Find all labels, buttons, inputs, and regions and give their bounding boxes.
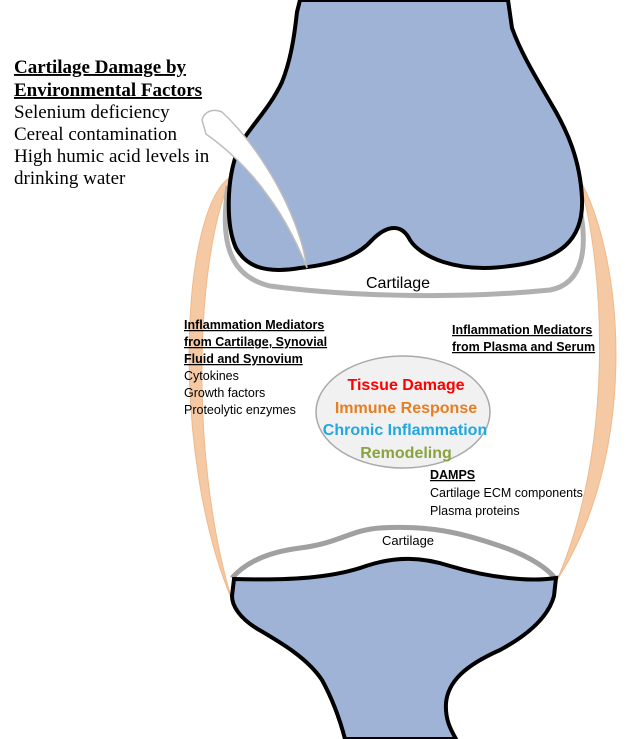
center-item-chronic-inflammation: Chronic Inflammation — [323, 422, 487, 439]
plasma-mediators-title-2: from Plasma and Serum — [452, 340, 595, 354]
environmental-item-4: drinking water — [14, 168, 126, 189]
damps-title: DAMPS — [430, 468, 475, 482]
plasma-mediators-title-1: Inflammation Mediators — [452, 323, 592, 337]
environmental-item-2: Cereal contamination — [14, 124, 178, 145]
synovial-mediators-title-2: from Cartilage, Synovial — [184, 335, 327, 349]
tibia-bone — [232, 559, 556, 739]
damps-item-1: Cartilage ECM components — [430, 486, 583, 500]
synovial-mediators-title-1: Inflammation Mediators — [184, 318, 324, 332]
environmental-title-2: Environmental Factors — [14, 80, 202, 101]
center-item-immune-response: Immune Response — [335, 400, 477, 417]
environmental-item-1: Selenium deficiency — [14, 102, 170, 123]
damps-item-2: Plasma proteins — [430, 504, 520, 518]
synovial-mediators-item-1: Cytokines — [184, 369, 239, 383]
top-cartilage-label: Cartilage — [366, 275, 430, 292]
center-item-tissue-damage: Tissue Damage — [347, 377, 464, 394]
synovial-mediators-item-3: Proteolytic enzymes — [184, 403, 296, 417]
bottom-cartilage-label: Cartilage — [382, 533, 434, 548]
environmental-title-1: Cartilage Damage by — [14, 57, 187, 78]
center-item-remodeling: Remodeling — [360, 445, 452, 462]
femur-bone — [229, 0, 582, 270]
environmental-item-3: High humic acid levels in — [14, 146, 210, 167]
synovial-mediators-item-2: Growth factors — [184, 386, 265, 400]
synovial-mediators-title-3: Fluid and Synovium — [184, 352, 303, 366]
